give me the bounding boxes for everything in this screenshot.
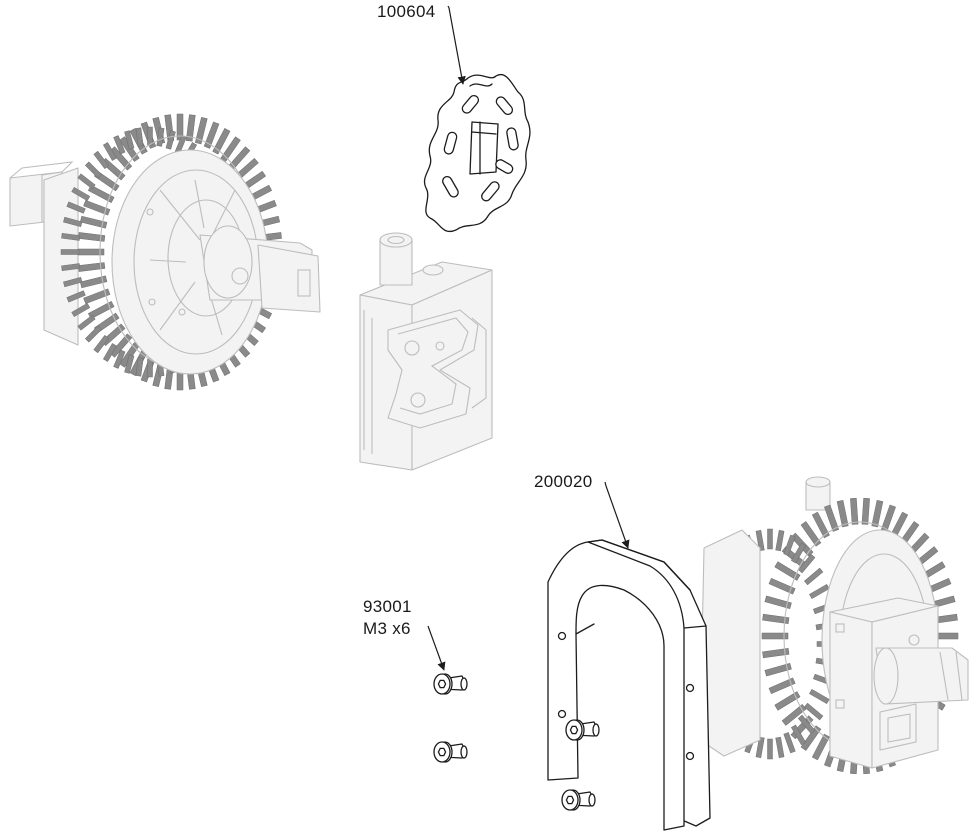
hex-socket-icon [437, 679, 447, 689]
gear-tooth [767, 528, 773, 550]
gear-tooth [124, 354, 135, 374]
screw [565, 719, 600, 741]
gear-tooth [775, 530, 785, 552]
leader-line-200020 [604, 481, 630, 549]
gear-tooth [66, 201, 86, 214]
gear-tooth [102, 343, 118, 362]
gear-tooth [768, 577, 796, 595]
hex-socket-icon [437, 747, 447, 757]
gear-tooth [764, 595, 792, 610]
gear-tooth [774, 691, 801, 711]
gear-tooth [790, 542, 807, 564]
gear-tooth [220, 136, 241, 162]
gear-tooth [109, 146, 133, 171]
gear-tooth [783, 732, 796, 754]
gear-tooth [63, 276, 83, 288]
screws-93001 [433, 673, 600, 811]
gear-tooth [762, 648, 790, 659]
gear-tooth [836, 500, 849, 528]
gear-tooth [781, 704, 807, 726]
gear-tooth [135, 357, 144, 377]
gear-tooth [775, 736, 785, 758]
gear-tooth [71, 302, 91, 318]
gear-tooth [77, 314, 96, 331]
gear-tooth [811, 511, 830, 539]
gear-tooth [113, 135, 126, 155]
gear-tooth [790, 724, 807, 746]
screw [433, 673, 468, 695]
gear-tooth [797, 553, 816, 574]
gear-tooth [60, 249, 80, 255]
brake-mount-block [359, 232, 493, 471]
gear-tooth [824, 504, 840, 532]
gear-tooth [800, 521, 822, 547]
gear-tooth [767, 738, 773, 760]
callout-screw-spec: M3 x6 [363, 619, 411, 638]
gear-tooth [83, 199, 111, 216]
gear-tooth [755, 530, 765, 552]
gear-tooth [79, 275, 108, 289]
gear-tooth [764, 662, 792, 677]
gear-tooth [861, 497, 870, 525]
gear-tooth [194, 116, 208, 145]
gear-tooth [762, 613, 790, 624]
gear-tooth [804, 567, 824, 586]
gear-tooth [809, 688, 830, 705]
gear-tooth [87, 301, 115, 320]
hex-socket-icon [569, 725, 579, 735]
gear-tooth [124, 130, 135, 150]
gear-tooth [165, 130, 176, 150]
gear-tooth [809, 583, 830, 600]
gear-tooth [93, 335, 110, 354]
gear-tooth [61, 232, 81, 241]
gear-tooth [113, 349, 126, 369]
gear-tooth [93, 150, 110, 169]
bracket-200020 [547, 539, 711, 831]
gear-tooth [156, 127, 165, 147]
gear-tooth [71, 186, 91, 202]
gear-tooth [783, 534, 796, 556]
gear-tooth [66, 290, 86, 303]
gear-tooth [79, 215, 108, 229]
gear-tooth [212, 128, 231, 155]
callout-200020: 200020 [534, 472, 593, 491]
gear-tooth [84, 161, 102, 179]
gear-tooth [84, 325, 102, 343]
gear-tooth [102, 142, 118, 161]
gear-tooth [203, 121, 220, 149]
gear-tooth [797, 714, 816, 735]
gear-tooth [800, 725, 822, 751]
gear-tooth [804, 702, 824, 721]
brake-disc-100604 [423, 73, 531, 233]
callout-100604: 100604 [377, 2, 436, 21]
spur-gear-differential [9, 113, 321, 391]
gear-tooth [83, 288, 111, 305]
gear-tooth [61, 263, 81, 272]
center-differential-assembly [699, 476, 969, 775]
gear-tooth [147, 126, 153, 146]
callout-93001: 93001 [363, 597, 412, 616]
gear-tooth [850, 497, 859, 525]
gear-tooth [147, 358, 153, 378]
screw [433, 741, 468, 763]
hex-socket-icon [565, 795, 575, 805]
leader-line-100604 [447, 5, 466, 85]
leader-line-93001 [427, 625, 446, 671]
gear-tooth [63, 216, 83, 228]
gear-tooth [774, 561, 801, 581]
gear-tooth [185, 114, 196, 142]
gear-tooth [135, 127, 144, 147]
gear-tooth [77, 173, 96, 190]
gear-tooth [755, 736, 765, 758]
gear-tooth [761, 632, 789, 640]
gear-tooth [768, 677, 796, 695]
gear-tooth [109, 333, 133, 358]
gear-tooth [87, 184, 115, 203]
gear-tooth [871, 500, 884, 528]
screw [561, 789, 596, 811]
gear-tooth [811, 733, 830, 761]
